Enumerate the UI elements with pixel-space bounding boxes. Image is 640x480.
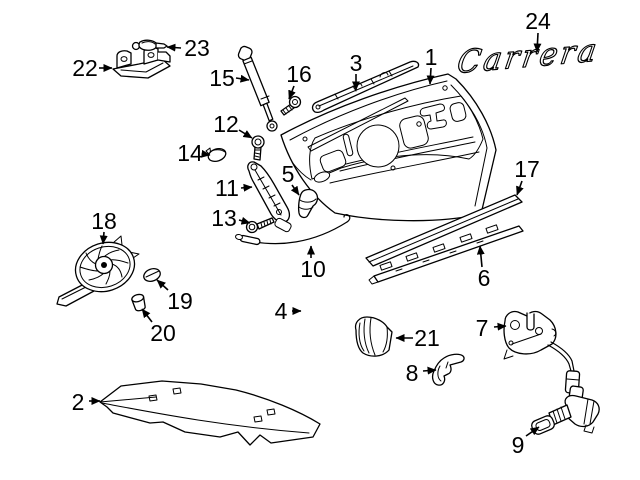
callout-label-18: 18 (91, 208, 117, 234)
part-latch-drawing (503, 310, 581, 400)
callout-arrow-24 (533, 32, 542, 53)
callout-arrow-13 (238, 216, 251, 225)
callout-arrow-23 (166, 43, 182, 52)
part-bracket-22-drawing (112, 46, 171, 79)
part-fan-drawing (56, 235, 140, 307)
callout-label-2: 2 (72, 389, 85, 415)
part-buffer-drawing (297, 188, 319, 219)
callout-arrow-17 (516, 180, 524, 196)
part-cap-drawing (131, 293, 146, 312)
callout-label-7: 7 (476, 315, 489, 341)
callout-arrow-15 (235, 74, 250, 83)
callout-label-12: 12 (213, 111, 239, 137)
callout-label-19: 19 (167, 288, 193, 314)
callout-label-4: 4 (275, 298, 288, 324)
callout-arrow-16 (288, 85, 296, 100)
callout-label-15: 15 (209, 65, 235, 91)
callout-arrow-11 (240, 183, 253, 192)
part-bolt-12-drawing (251, 135, 265, 161)
callout-arrow-19 (156, 279, 169, 291)
callout-arrow-9 (525, 426, 540, 437)
callout-label-3: 3 (350, 50, 363, 76)
part-pin-drawing (131, 39, 168, 51)
callout-label-11: 11 (215, 175, 239, 201)
callout-label-6: 6 (478, 265, 491, 291)
part-bolt-16-drawing (280, 95, 302, 116)
callout-arrow-18 (99, 231, 108, 245)
callout-label-23: 23 (184, 35, 210, 61)
part-liner-panel-drawing (99, 380, 321, 446)
part-pushnut-drawing (143, 268, 161, 282)
callout-label-13: 13 (211, 205, 237, 231)
callout-label-24: 24 (525, 8, 551, 34)
callout-label-22: 22 (72, 55, 98, 81)
callout-label-8: 8 (406, 360, 419, 386)
carrera-emblem: Carrera (455, 33, 602, 81)
callout-label-17: 17 (514, 156, 540, 182)
callout-label-1: 1 (425, 44, 438, 70)
callout-label-20: 20 (150, 320, 176, 346)
callout-arrow-1 (426, 67, 435, 85)
part-gas-strut-drawing (237, 45, 278, 132)
callout-arrow-6 (476, 245, 485, 268)
part-release-cable-drawing (235, 214, 351, 246)
callout-arrow-12 (238, 129, 253, 139)
part-lock-cylinder-drawing (531, 385, 600, 435)
callout-label-14: 14 (177, 140, 203, 166)
callout-label-16: 16 (286, 61, 312, 87)
part-deck-lid-drawing (280, 73, 497, 222)
part-hinge-drawing (247, 161, 292, 233)
callout-label-10: 10 (300, 256, 326, 282)
callout-label-21: 21 (414, 325, 440, 351)
callout-arrow-8 (422, 366, 437, 375)
callout-arrow-14 (201, 149, 211, 158)
part-bolt-13-drawing (245, 217, 275, 234)
part-bracket-8-drawing (431, 353, 465, 386)
callout-arrow-20 (141, 308, 153, 323)
part-clip-rail-drawing (368, 224, 524, 285)
callout-arrow-7 (493, 322, 507, 331)
callout-label-5: 5 (282, 161, 295, 187)
callout-label-9: 9 (512, 432, 525, 458)
part-duct-drawing (354, 316, 393, 357)
callout-arrow-5 (290, 184, 300, 196)
part-trim-strip-drawing (365, 194, 523, 267)
